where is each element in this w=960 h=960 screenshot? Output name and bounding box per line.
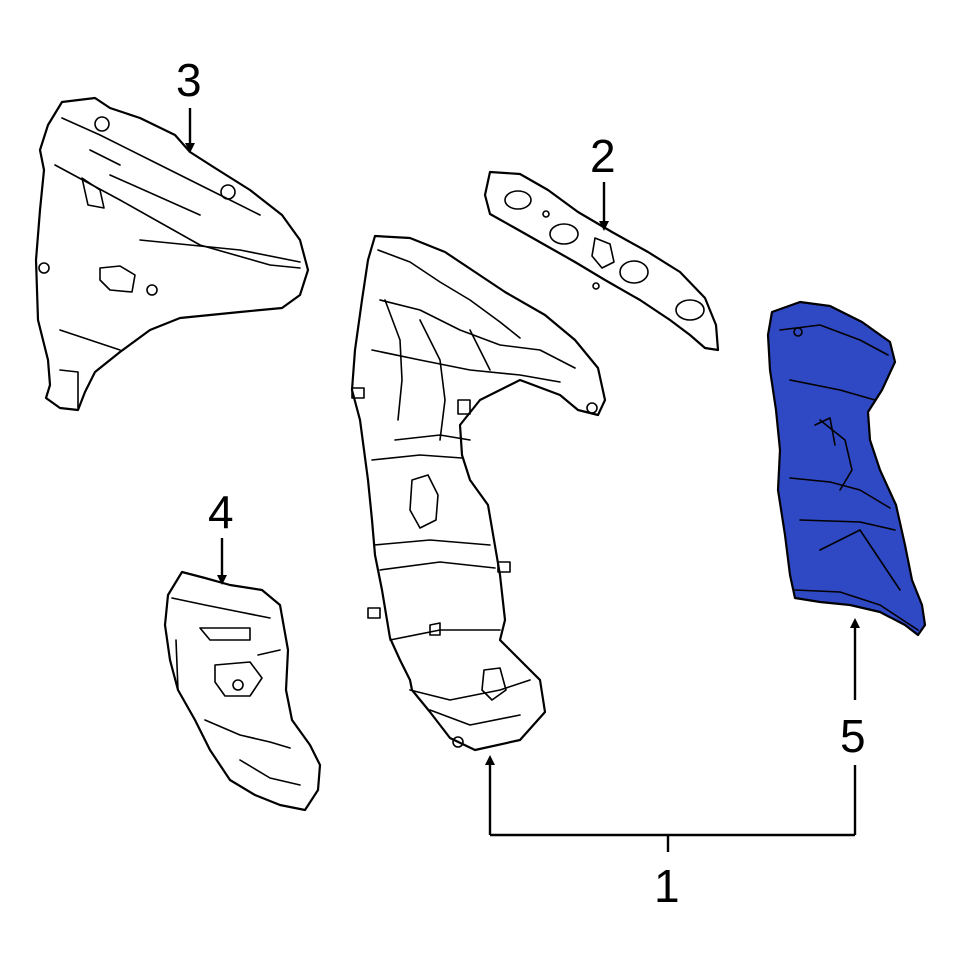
part-3-upper-heat-shield[interactable] — [34, 96, 310, 412]
part-4-lower-heat-shield[interactable] — [163, 570, 322, 812]
part-2-manifold-gasket[interactable] — [483, 170, 720, 352]
part-1-exhaust-manifold[interactable] — [350, 234, 607, 752]
callout-number-2: 2 — [590, 130, 616, 182]
callout-number-1: 1 — [654, 860, 680, 912]
callout-number-3: 3 — [176, 54, 202, 106]
callout-number-4: 4 — [208, 486, 234, 538]
callout-number-5: 5 — [840, 710, 866, 762]
leader-line-1-5 — [485, 618, 860, 852]
part-5-highlighted-heat-shield[interactable] — [766, 300, 927, 637]
